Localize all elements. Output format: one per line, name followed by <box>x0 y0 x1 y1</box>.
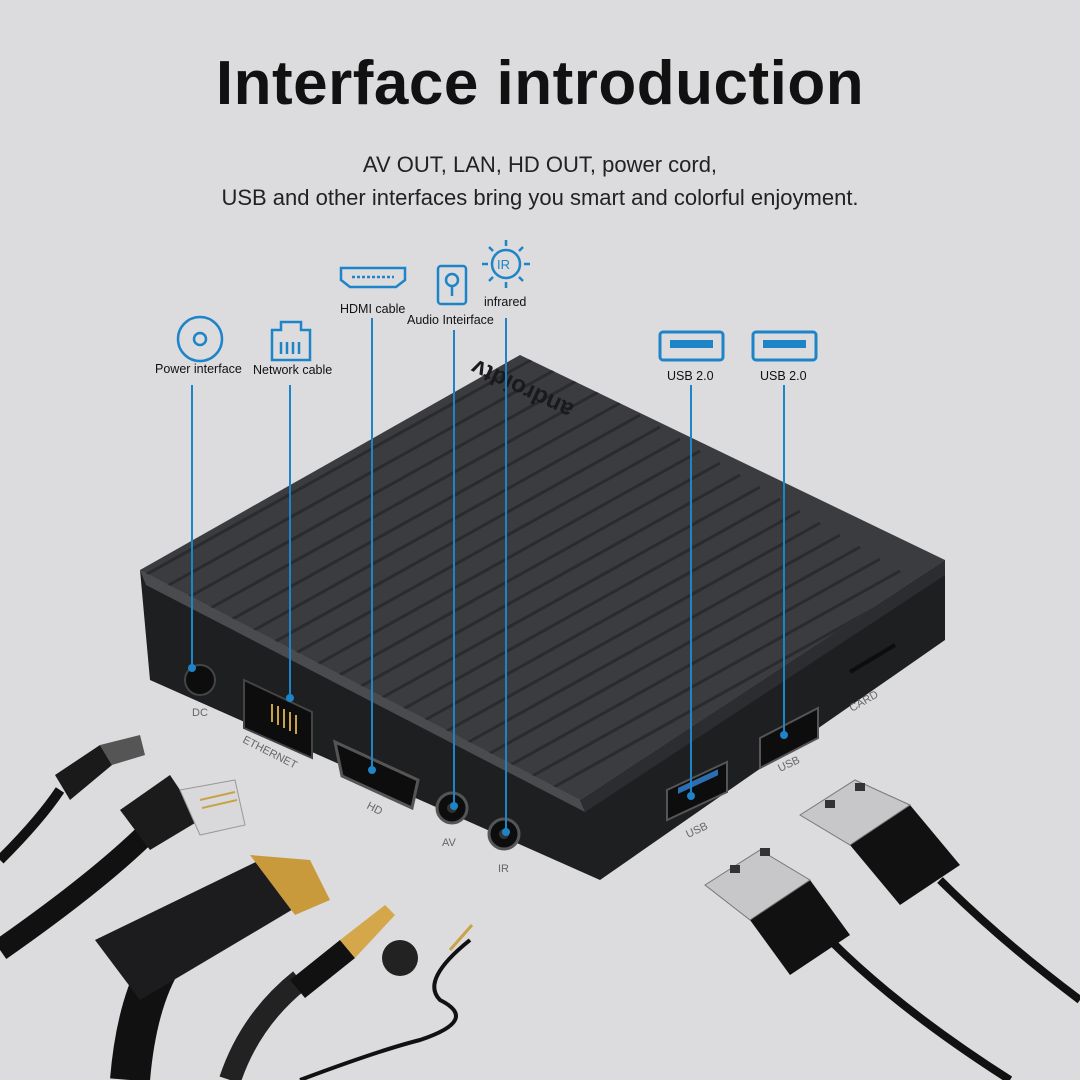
callout-power-interface: Power interface <box>155 362 242 376</box>
port-hd-label: HD <box>365 800 385 818</box>
callout-audio-interface: Audio Inteirface <box>407 313 494 327</box>
audio-cable <box>219 905 395 1080</box>
callout-lines <box>191 318 785 832</box>
callout-usb-1: USB 2.0 <box>667 369 714 383</box>
ir-receiver-cable <box>299 924 474 1080</box>
port-ir-label: IR <box>498 863 509 875</box>
port-dc-label: DC <box>192 707 208 719</box>
port-av-label: AV <box>442 837 457 849</box>
audio-icon <box>436 264 468 306</box>
port-usb-2 <box>759 706 819 770</box>
dc-power-cable <box>0 735 145 864</box>
ethernet-cable <box>0 775 246 960</box>
usb-icon-2 <box>751 330 818 362</box>
port-card-slot <box>848 643 897 674</box>
hdmi-cable <box>95 855 330 1080</box>
port-dc <box>184 664 216 696</box>
callout-hdmi-cable: HDMI cable <box>340 302 406 316</box>
ir-badge-text: IR <box>497 257 510 272</box>
power-icon <box>176 315 224 363</box>
usb-icon-1 <box>658 330 725 362</box>
callout-usb-2: USB 2.0 <box>760 369 807 383</box>
callout-infrared: infrared <box>484 295 527 309</box>
device-top-ridges <box>140 355 921 800</box>
usb-cable-1 <box>704 848 1013 1080</box>
page-title: Interface introduction <box>215 49 865 118</box>
subtitle-line-1: AV OUT, LAN, HD OUT, power cord, <box>362 152 718 177</box>
port-hdmi <box>332 739 420 811</box>
port-usb-1-label: USB <box>684 820 710 840</box>
infrared-icon <box>482 240 530 288</box>
usb-cable-2 <box>799 779 1080 1004</box>
callout-network-cable: Network cable <box>253 363 333 377</box>
ethernet-icon <box>270 320 312 362</box>
device-side-highlight <box>140 570 585 812</box>
subtitle-line-2: USB and other interfaces bring you smart… <box>221 185 859 210</box>
hdmi-icon <box>339 266 407 289</box>
